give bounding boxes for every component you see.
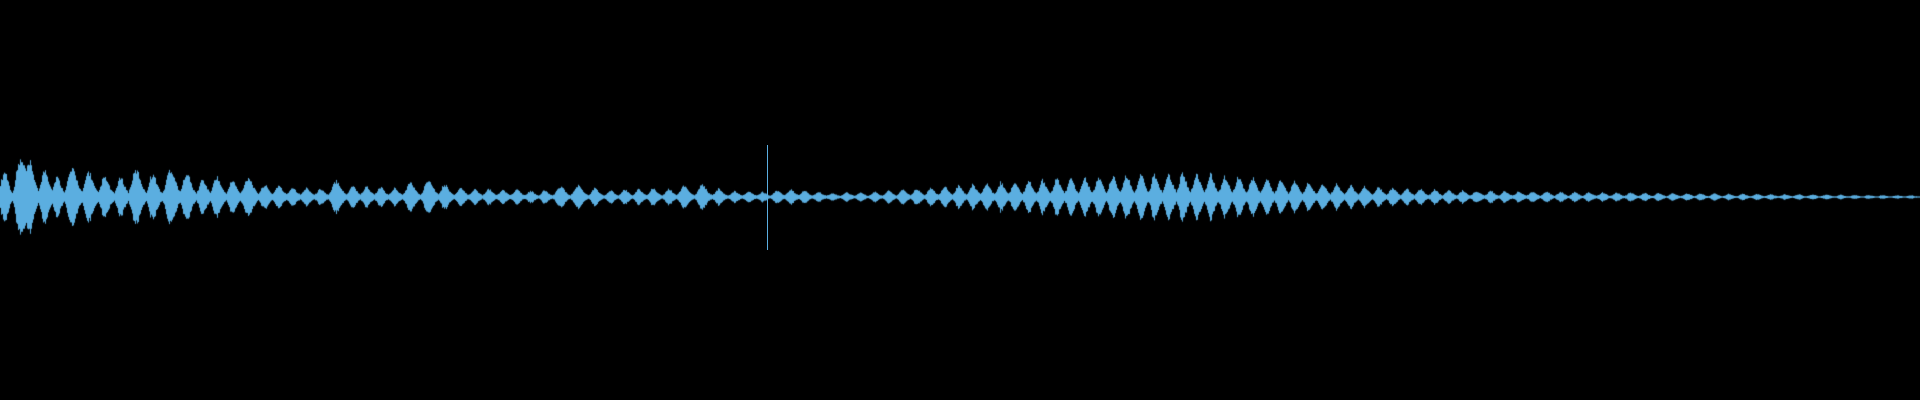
audio-waveform-viewer[interactable] [0,0,1920,400]
waveform-canvas[interactable] [0,0,1920,400]
